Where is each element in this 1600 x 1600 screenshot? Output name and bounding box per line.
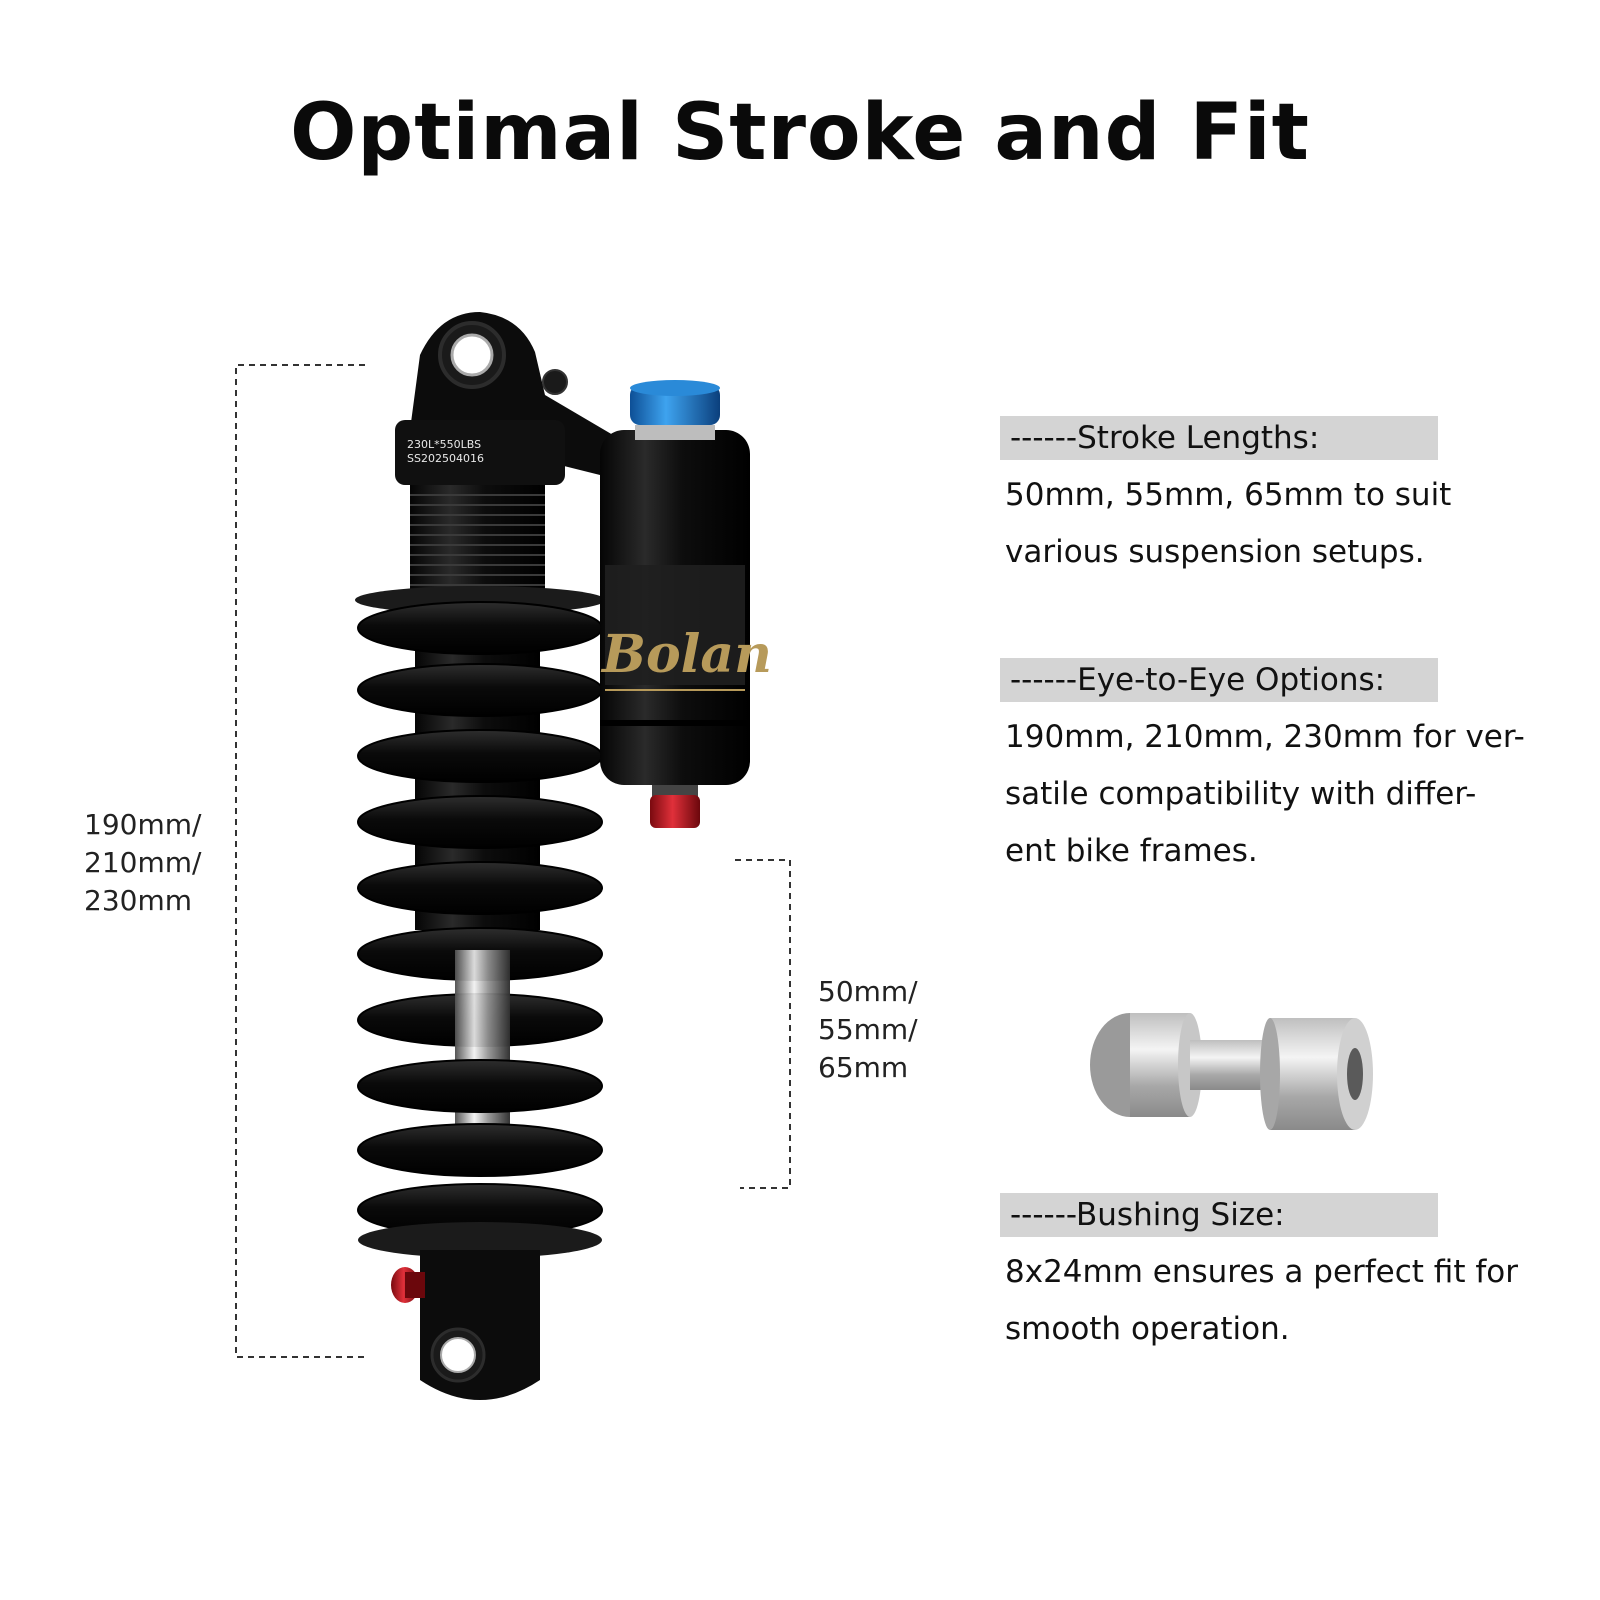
eye-to-eye-line-1: 190mm/ — [84, 808, 202, 841]
reservoir — [600, 425, 750, 785]
compression-adjuster-cap — [630, 380, 720, 425]
stroke-lengths-text: 50mm, 55mm, 65mm to suit various suspens… — [1005, 467, 1575, 581]
rebound-adjuster-knob — [391, 1267, 425, 1303]
stroke-dimension-bracket — [735, 859, 791, 1189]
stroke-line-1: 50mm/ — [818, 975, 918, 1008]
top-mount — [395, 312, 630, 485]
stroke-line-2: 55mm/ — [818, 1013, 918, 1046]
eye-to-eye-options-text: 190mm, 210mm, 230mm for ver- satile comp… — [1005, 709, 1575, 880]
reservoir-valve — [650, 785, 700, 828]
bushing-size-tag: ------Bushing Size: — [1000, 1193, 1438, 1237]
bushing-illustration — [1090, 1013, 1373, 1130]
eye-to-eye-options-line-1: 190mm, 210mm, 230mm for ver- — [1005, 719, 1525, 755]
bushing-size-line-2: smooth operation. — [1005, 1311, 1290, 1347]
page-title: Optimal Stroke and Fit — [290, 88, 1310, 178]
stroke-lengths-line-2: various suspension setups. — [1005, 534, 1425, 570]
eye-to-eye-options-line-2: satile compatibility with differ- — [1005, 776, 1477, 812]
eye-to-eye-options-line-3: ent bike frames. — [1005, 833, 1258, 869]
serial-marking: SS202504016 — [407, 452, 484, 465]
eye-to-eye-options-tag: ------Eye-to-Eye Options: — [1000, 658, 1438, 702]
eye-to-eye-line-3: 230mm — [84, 884, 192, 917]
bushing-size-text: 8x24mm ensures a perfect fit for smooth … — [1005, 1244, 1575, 1358]
stroke-line-3: 65mm — [818, 1051, 909, 1084]
model-marking: 230L*550LBS — [407, 438, 481, 451]
eye-to-eye-label: 190mm/ 210mm/ 230mm — [84, 806, 201, 920]
brand-logo: Bolan — [600, 624, 772, 685]
eye-to-eye-line-2: 210mm/ — [84, 846, 202, 879]
bottom-mount — [358, 1222, 602, 1400]
stroke-label: 50mm/ 55mm/ 65mm — [818, 973, 918, 1087]
stroke-lengths-line-1: 50mm, 55mm, 65mm to suit — [1005, 477, 1452, 513]
stroke-lengths-tag: ------Stroke Lengths: — [1000, 416, 1438, 460]
coil-spring — [357, 601, 603, 1237]
bushing-size-line-1: 8x24mm ensures a perfect fit for — [1005, 1254, 1518, 1290]
eye-to-eye-dimension-bracket — [235, 364, 365, 1358]
